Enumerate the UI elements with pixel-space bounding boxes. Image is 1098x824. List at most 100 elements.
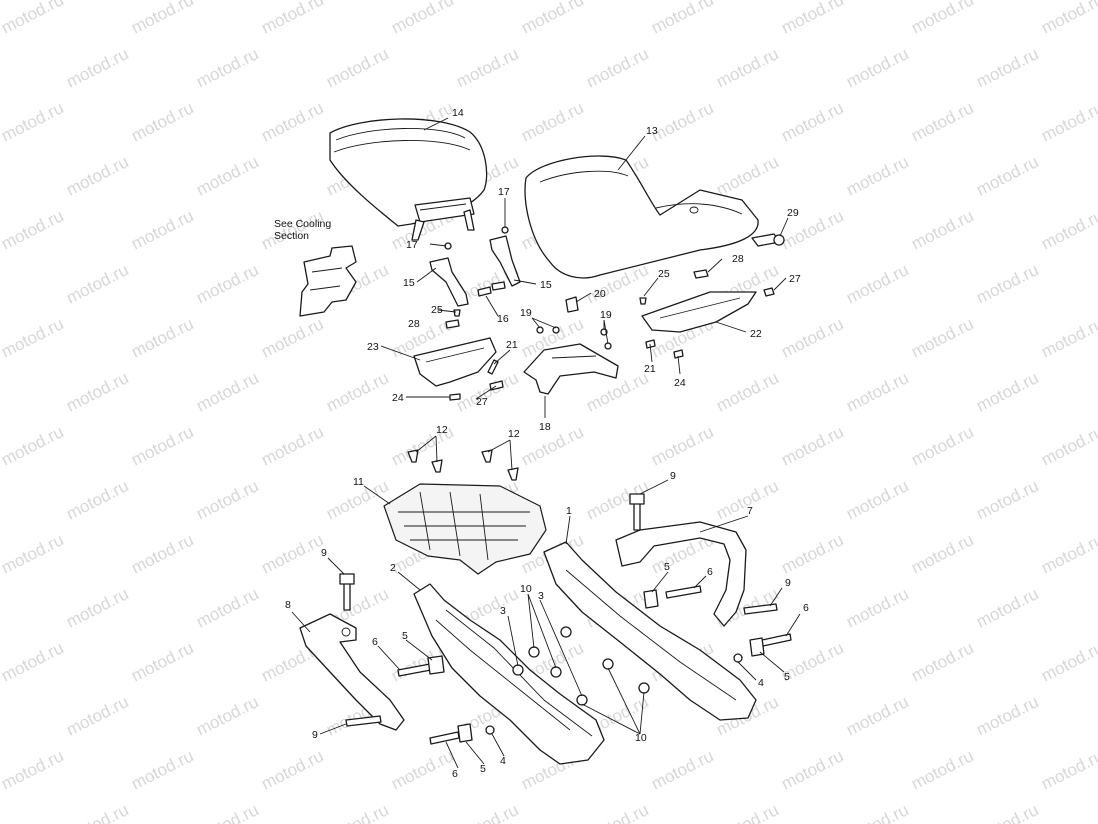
callout-24-left: 24 [392, 392, 404, 404]
watermark-text: motod.ru [973, 368, 1041, 415]
watermark-text: motod.ru [258, 98, 326, 145]
watermark-text: motod.ru [973, 476, 1041, 523]
watermark-text: motod.ru [583, 368, 651, 415]
callout-9-right: 9 [785, 577, 791, 589]
grab-rail-7 [615, 521, 747, 627]
callout-1: 1 [566, 505, 572, 517]
watermark-text: motod.ru [193, 260, 261, 307]
callout-6-far-right: 6 [803, 602, 809, 614]
callout-15-left: 15 [403, 277, 415, 289]
callout-19-right: 19 [600, 309, 612, 321]
watermark-text: motod.ru [0, 152, 2, 199]
watermark-text: motod.ru [128, 422, 196, 469]
watermark-text: motod.ru [778, 314, 846, 361]
watermark-text: motod.ru [258, 0, 326, 38]
callout-10-top: 10 [520, 583, 532, 595]
watermark-text: motod.ru [193, 584, 261, 631]
watermark-text: motod.ru [843, 584, 911, 631]
watermark-text: motod.ru [0, 98, 67, 145]
callout-27-right: 27 [789, 273, 801, 285]
callout-28-left: 28 [408, 318, 420, 330]
cooling-section-note: See Cooling Section [274, 218, 331, 242]
watermark-text: motod.ru [0, 692, 2, 739]
watermark-text: motod.ru [1038, 746, 1098, 793]
callout-4-right: 4 [758, 677, 764, 689]
watermark-text: motod.ru [908, 206, 976, 253]
callout-10-bottom: 10 [635, 732, 647, 744]
watermark-text: motod.ru [0, 476, 2, 523]
watermark-text: motod.ru [63, 152, 131, 199]
watermark-text: motod.ru [0, 800, 2, 824]
callout-6-left: 6 [372, 636, 378, 648]
watermark-text: motod.ru [843, 692, 911, 739]
watermark-text: motod.ru [1038, 314, 1098, 361]
watermark-text: motod.ru [713, 368, 781, 415]
callout-27-left: 27 [476, 396, 488, 408]
callout-25-right: 25 [658, 268, 670, 280]
watermark-text: motod.ru [453, 44, 521, 91]
watermark-text: motod.ru [258, 422, 326, 469]
callout-18: 18 [539, 421, 551, 433]
right-subframe-1 [543, 541, 757, 721]
callout-3-right: 3 [538, 590, 544, 602]
watermark-text: motod.ru [0, 422, 67, 469]
watermark-text: motod.ru [193, 152, 261, 199]
watermark-text: motod.ru [518, 422, 586, 469]
watermark-text: motod.ru [843, 44, 911, 91]
watermark-text: motod.ru [778, 98, 846, 145]
callout-7: 7 [747, 505, 753, 517]
callout-5-bottom: 5 [480, 763, 486, 775]
watermark-text: motod.ru [193, 44, 261, 91]
callout-5-left: 5 [402, 630, 408, 642]
watermark-text: motod.ru [843, 368, 911, 415]
watermark-text: motod.ru [0, 584, 2, 631]
watermark-text: motod.ru [713, 152, 781, 199]
callout-21-right: 21 [644, 363, 656, 375]
callout-12-right: 12 [508, 428, 520, 440]
rider-seat-14 [329, 118, 488, 241]
callout-9-bottom: 9 [312, 729, 318, 741]
bolts-12 [407, 449, 519, 481]
callout-21-left: 21 [506, 339, 518, 351]
watermark-text: motod.ru [973, 692, 1041, 739]
watermark-text: motod.ru [323, 44, 391, 91]
watermark-text: motod.ru [193, 476, 261, 523]
watermark-text: motod.ru [908, 0, 976, 38]
callout-14: 14 [452, 107, 464, 119]
watermark-text: motod.ru [388, 0, 456, 38]
watermark-text: motod.ru [648, 0, 716, 38]
callout-23: 23 [367, 341, 379, 353]
watermark-text: motod.ru [778, 422, 846, 469]
side-cover-22 [641, 291, 757, 333]
watermark-text: motod.ru [973, 152, 1041, 199]
watermark-text: motod.ru [648, 746, 716, 793]
watermark-text: motod.ru [648, 98, 716, 145]
bolts-9 [339, 493, 778, 727]
watermark-text: motod.ru [973, 44, 1041, 91]
watermark-text: motod.ru [973, 260, 1041, 307]
callout-9-left: 9 [321, 547, 327, 559]
watermark-text: motod.ru [128, 746, 196, 793]
watermark-text: motod.ru [1038, 638, 1098, 685]
passenger-seat-13 [524, 155, 759, 279]
footrest-hanger-8 [299, 613, 405, 731]
watermark-text: motod.ru [713, 44, 781, 91]
watermark-text: motod.ru [1038, 98, 1098, 145]
watermark-text: motod.ru [323, 368, 391, 415]
watermark-text: motod.ru [713, 800, 781, 824]
bolts-6-washers-5 [397, 585, 792, 745]
watermark-text: motod.ru [0, 260, 2, 307]
watermark-text: motod.ru [0, 0, 67, 38]
watermark-text: motod.ru [258, 530, 326, 577]
side-cover-23 [413, 337, 497, 387]
watermark-text: motod.ru [843, 260, 911, 307]
watermark-text: motod.ru [843, 476, 911, 523]
callout-9-top: 9 [670, 470, 676, 482]
watermark-text: motod.ru [63, 800, 131, 824]
callout-5-far-right: 5 [784, 671, 790, 683]
watermark-text: motod.ru [63, 368, 131, 415]
callout-15-right: 15 [540, 279, 552, 291]
battery-tray-11 [383, 483, 547, 575]
watermark-text: motod.ru [973, 584, 1041, 631]
